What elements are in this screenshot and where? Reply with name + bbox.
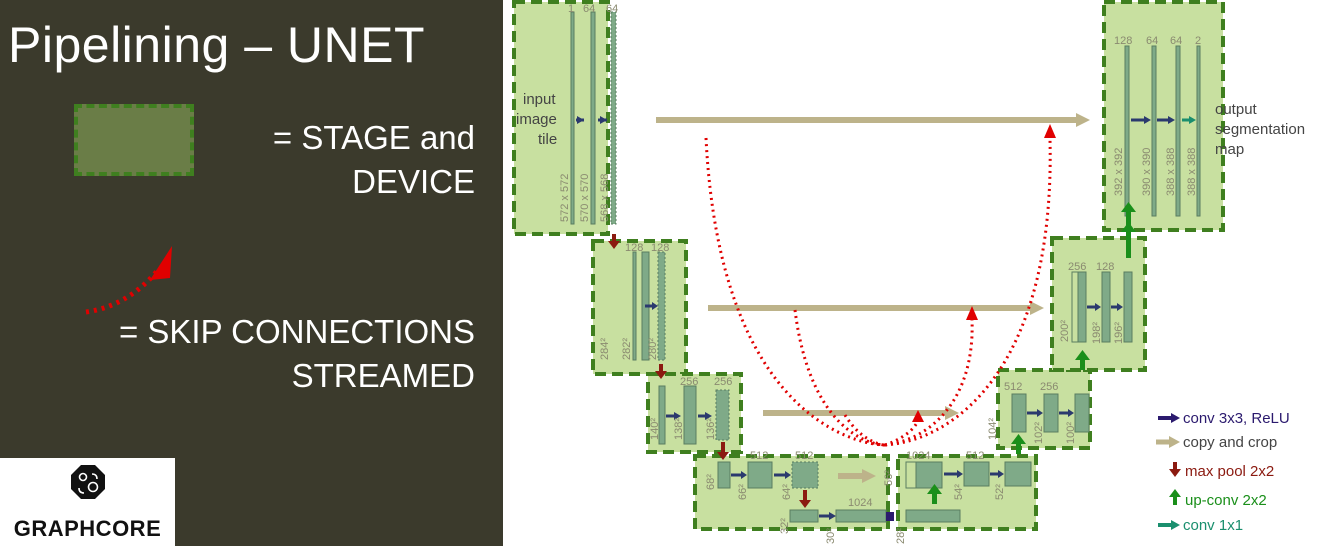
size-label: 28² [895, 528, 907, 544]
channel-label: 64 [1146, 35, 1158, 47]
legend-label: up-conv 2x2 [1185, 492, 1267, 509]
channel-label: 64 [606, 3, 618, 15]
legend-maxpool: max pool 2x2 [1169, 462, 1274, 480]
skip-legend-text: = SKIP CONNECTIONS STREAMED [119, 310, 475, 398]
channel-label: 128 [1096, 261, 1114, 273]
channel-label: 128 [1114, 35, 1132, 47]
stage-box [591, 239, 688, 376]
channel-label: 256 [1040, 381, 1058, 393]
size-label: 196² [1113, 322, 1125, 344]
legend-label: conv 3x3, ReLU [1183, 410, 1290, 427]
size-label: 138² [673, 418, 685, 440]
skip-legend-line1: = SKIP CONNECTIONS [118, 313, 475, 350]
size-label: 68² [705, 474, 717, 490]
size-label: 54² [953, 484, 965, 500]
maxpool-arrows [608, 234, 811, 508]
unet-diagram: input image tile output segmentation map… [512, 0, 1305, 544]
stage-legend-line2: DEVICE [352, 163, 475, 200]
stage-legend-swatch [74, 104, 194, 176]
copy-crop-arrows [656, 113, 1090, 483]
legend-label: conv 1x1 [1183, 517, 1243, 534]
channel-label: 1 [568, 3, 574, 15]
size-label: 568 x 568 [599, 174, 611, 222]
output-label-line1: output [1215, 101, 1258, 118]
channel-label: 64 [583, 3, 595, 15]
size-label: 56² [883, 470, 895, 486]
size-label: 570 x 570 [579, 174, 591, 222]
skip-legend-line2: STREAMED [291, 357, 475, 394]
size-label: 30² [825, 528, 837, 544]
channel-label: 64 [1170, 35, 1182, 47]
size-label: 32² [779, 518, 791, 534]
input-label-line3: tile [538, 131, 557, 148]
size-label: 200² [1059, 320, 1071, 342]
size-label: 572 x 572 [559, 174, 571, 222]
size-label: 64² [781, 484, 793, 500]
stage-box [1102, 0, 1225, 232]
legend-conv3x3: conv 3x3, ReLU [1158, 410, 1290, 427]
size-label: 388 x 388 [1165, 148, 1177, 196]
size-label: 392 x 392 [1113, 148, 1125, 196]
size-label: 390 x 390 [1141, 148, 1153, 196]
legend-label: copy and crop [1183, 434, 1277, 451]
legend-conv1x1: conv 1x1 [1158, 517, 1243, 534]
conv1x1-arrow [1182, 116, 1196, 124]
size-label: 284² [599, 338, 611, 360]
size-label: 282² [621, 338, 633, 360]
channel-label: 1024 [848, 497, 872, 509]
stage-legend-line1: = STAGE and [272, 119, 475, 156]
size-labels: 572 x 572 570 x 570 568 x 568 284² 282² … [559, 148, 1198, 544]
skip-arrowheads [912, 124, 1056, 422]
channel-label: 512 [966, 450, 984, 462]
channel-label: 256 [714, 376, 732, 388]
graphcore-logo-icon [71, 465, 105, 499]
channel-label: 128 [625, 242, 643, 254]
size-label: 52² [994, 484, 1006, 500]
size-label: 388 x 388 [1186, 148, 1198, 196]
channel-label: 2 [1195, 35, 1201, 47]
size-label: 100² [1065, 422, 1077, 444]
size-label: 66² [737, 484, 749, 500]
size-label: 280² [647, 338, 659, 360]
size-label: 140² [649, 418, 661, 440]
channel-label: 512 [795, 450, 813, 462]
channel-label: 128 [651, 242, 669, 254]
conv-arrows [576, 116, 1175, 520]
size-label: 198² [1091, 322, 1103, 344]
input-label-line1: input [523, 91, 556, 108]
legend-copy-crop: copy and crop [1156, 434, 1277, 451]
channel-label: 256 [680, 376, 698, 388]
size-label: 136² [705, 418, 717, 440]
skip-connections [704, 137, 1052, 447]
input-label-line2: image [516, 111, 557, 128]
channel-label: 512 [1004, 381, 1022, 393]
legend-upconv: up-conv 2x2 [1169, 489, 1267, 509]
channel-label: 1024 [906, 450, 930, 462]
channel-label: 256 [1068, 261, 1086, 273]
slide-panel: Pipelining – UNET = STAGE and DEVICE = S… [0, 0, 503, 546]
skip-legend-arrow-icon [85, 246, 172, 315]
slide-title: Pipelining – UNET [8, 17, 426, 73]
channel-labels: 1 64 64 128 128 256 256 512 512 1024 102… [568, 3, 1201, 509]
conv-arrow-bottom [886, 512, 894, 521]
output-label-line2: segmentation [1215, 121, 1305, 138]
diagram-legend: conv 3x3, ReLU copy and crop max pool 2x… [1156, 410, 1290, 534]
input-label: input image tile [516, 91, 557, 148]
legend-label: max pool 2x2 [1185, 463, 1274, 480]
output-label: output segmentation map [1215, 101, 1305, 158]
graphcore-logo: GRAPHCORE [0, 458, 175, 546]
stage-legend-text: = STAGE and DEVICE [273, 116, 475, 204]
size-label: 104² [987, 418, 999, 440]
output-label-line3: map [1215, 141, 1244, 158]
graphcore-logo-text: GRAPHCORE [13, 516, 162, 541]
upconv-arrows [927, 202, 1136, 504]
channel-label: 512 [750, 450, 768, 462]
stages [512, 0, 1225, 531]
size-label: 102² [1033, 422, 1045, 444]
